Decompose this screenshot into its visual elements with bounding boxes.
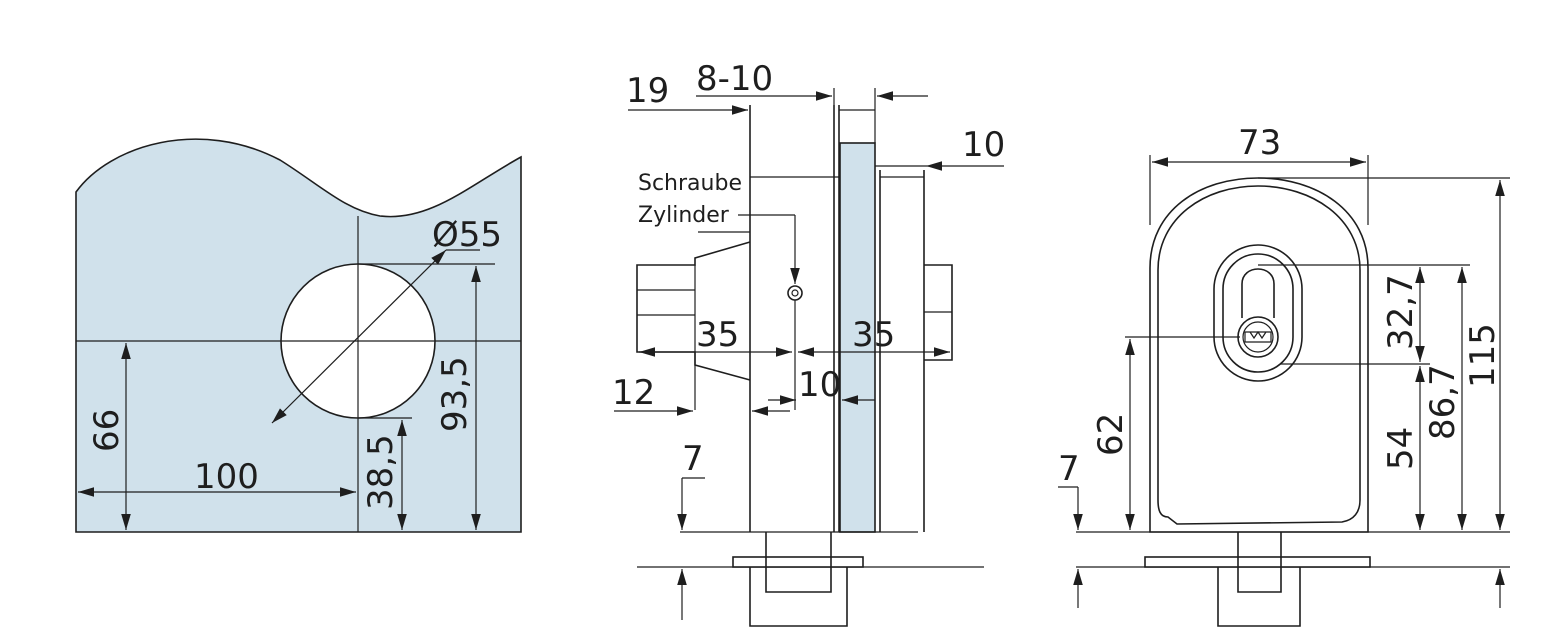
floor-plate bbox=[732, 556, 864, 568]
dim-86-7-text: 86,7 bbox=[1423, 364, 1463, 440]
dim-12-text: 12 bbox=[612, 373, 655, 413]
dim-35-left-text: 35 bbox=[696, 315, 739, 355]
label-zylinder: Zylinder bbox=[638, 203, 730, 228]
dim-35-right-text: 35 bbox=[852, 315, 895, 355]
lock-body-inner bbox=[1157, 185, 1361, 525]
dim-66-text: 66 bbox=[87, 409, 127, 452]
dim-115-text: 115 bbox=[1463, 323, 1503, 388]
floor-plate-right bbox=[1144, 556, 1371, 568]
dim-54-text: 54 bbox=[1381, 427, 1421, 470]
dim-38-5-text: 38,5 bbox=[361, 434, 401, 510]
label-schraube: Schraube bbox=[638, 171, 742, 196]
dim-93-5-text: 93,5 bbox=[435, 356, 475, 432]
dim-73-text: 73 bbox=[1238, 123, 1281, 163]
dim-10-top-text: 10 bbox=[962, 125, 1005, 165]
dim-10-bottom-text: 10 bbox=[798, 365, 841, 405]
cylinder-ring-inner bbox=[1222, 253, 1294, 373]
screw-inner bbox=[791, 289, 799, 297]
screw-head bbox=[787, 285, 803, 301]
dim-7-middle-text: 7 bbox=[682, 439, 704, 479]
dim-diameter-text: Ø55 bbox=[432, 215, 502, 255]
cylinder-core bbox=[1237, 316, 1279, 358]
front-view-glass: Ø55 93,5 66 100 38,5 bbox=[75, 138, 522, 533]
cylinder-ring-outer bbox=[1213, 244, 1303, 382]
dim-19-text: 19 bbox=[626, 71, 669, 111]
lock-body-outer bbox=[1149, 177, 1369, 533]
floor-socket-right-lower bbox=[1217, 567, 1301, 627]
dim-8-10-text: 8-10 bbox=[696, 59, 773, 99]
dim-7-right-text: 7 bbox=[1058, 449, 1080, 489]
glass-strip bbox=[839, 142, 876, 533]
cylinder-left bbox=[636, 241, 751, 381]
key-slot bbox=[1244, 330, 1272, 343]
cylinder-profile bbox=[1241, 268, 1275, 318]
cylinder-core-inner bbox=[1242, 321, 1274, 353]
side-view-section: Schraube Zylinder 19 8-10 10 35 35 12 10 bbox=[612, 59, 1005, 627]
dim-32-7-text: 32,7 bbox=[1381, 274, 1421, 350]
floor-socket bbox=[765, 532, 832, 593]
floor-socket-right bbox=[1237, 532, 1282, 593]
front-view-lock: 73 32,7 54 86,7 115 62 7 bbox=[1058, 123, 1510, 627]
dim-diameter-line bbox=[271, 249, 447, 424]
dim-62-text: 62 bbox=[1091, 413, 1131, 456]
floor-socket-lower bbox=[749, 567, 848, 627]
dim-100-text: 100 bbox=[194, 457, 259, 497]
